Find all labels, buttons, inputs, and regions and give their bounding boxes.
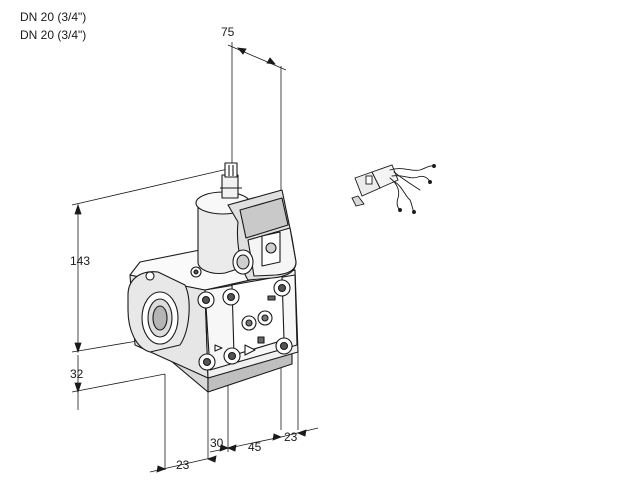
dim-top-width-label: 75: [221, 25, 235, 39]
cable-plug-connector-icon: [351, 164, 436, 214]
dim-depth-right-label: 23: [284, 430, 298, 444]
gas-solenoid-valve-icon: [127, 162, 299, 393]
dim-base-height-label: 32: [70, 367, 84, 381]
dim-height-label: 143: [70, 254, 90, 268]
title-line-1: DN 20 (3/4"): [20, 10, 87, 24]
dim-depth-mid1-label: 30: [210, 436, 224, 450]
title-line-2: DN 20 (3/4"): [20, 28, 87, 42]
dim-depth-left-label: 23: [176, 458, 190, 472]
dim-depth-mid2-label: 45: [248, 440, 262, 454]
dimension-lines: [71, 42, 319, 473]
